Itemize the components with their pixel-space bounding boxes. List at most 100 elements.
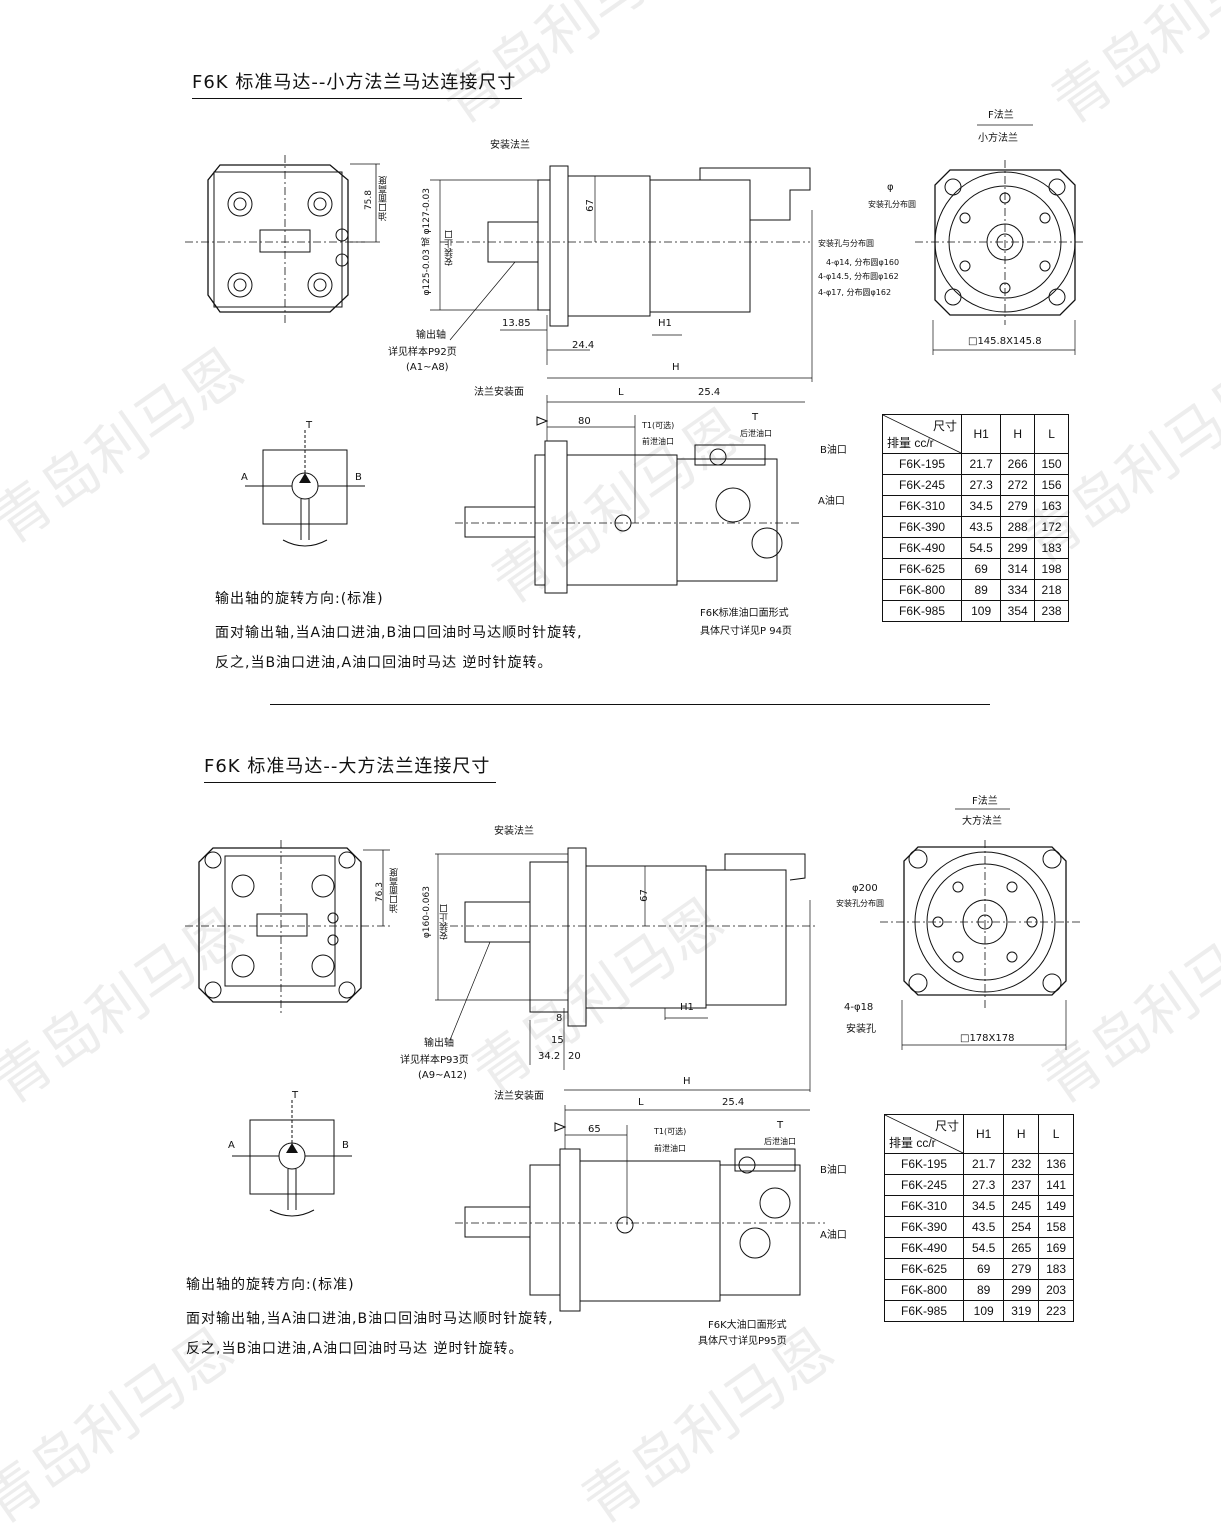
dim-25.4-2: 25.4 — [722, 1097, 745, 1108]
value-cell: 238 — [1034, 600, 1069, 622]
flange-subtitle-2: 大方法兰 — [962, 816, 1002, 827]
table-col-l: L — [1038, 1114, 1074, 1154]
value-cell: 109 — [960, 600, 1002, 622]
value-cell: 54.5 — [960, 537, 1002, 559]
symbol-b: B — [355, 472, 362, 483]
value-cell: 156 — [1034, 474, 1069, 496]
bolt-circle-label: 安装孔分布圆 — [868, 200, 916, 209]
front-view-drawing-2 — [185, 840, 390, 1015]
section-divider — [270, 704, 990, 705]
port-detail-label: 具体尺寸详见P 94页 — [700, 626, 792, 637]
value-cell: 245 — [1003, 1195, 1040, 1217]
dim-h: H — [672, 362, 680, 373]
symbol-t-2: T — [292, 1090, 299, 1101]
value-cell: 109 — [962, 1300, 1005, 1322]
bolt-circle-label-2: 安装孔分布圆 — [836, 899, 884, 908]
port-detail-label-2: 具体尺寸详见P95页 — [698, 1336, 787, 1347]
value-cell: 172 — [1034, 516, 1069, 538]
hole-spec-1: 4-φ14, 分布圆φ160 — [826, 258, 900, 267]
t1-drain-label: 前泄油口 — [642, 437, 674, 446]
dim-34.2: 34.2 — [538, 1051, 561, 1062]
model-cell: F6K-245 — [884, 1174, 964, 1196]
model-cell: F6K-195 — [884, 1153, 964, 1175]
mount-flange-label: 安装法兰 — [490, 140, 530, 151]
dim-l: L — [618, 387, 624, 398]
hole-spec-2: 4-φ14.5, 分布圆φ162 — [818, 272, 899, 281]
dim-25.4: 25.4 — [698, 387, 721, 398]
model-cell: F6K-390 — [882, 516, 962, 538]
hydraulic-symbol — [245, 430, 365, 547]
port-form-label: F6K标准油口面形式 — [700, 608, 789, 619]
value-cell: 43.5 — [960, 516, 1002, 538]
table-col-l: L — [1034, 414, 1069, 454]
value-cell: 232 — [1003, 1153, 1040, 1175]
dim-76.3: 76.3 — [375, 882, 385, 903]
dim-65: 65 — [588, 1124, 601, 1135]
value-cell: 198 — [1034, 558, 1069, 580]
value-cell: 299 — [1000, 537, 1036, 559]
value-cell: 149 — [1038, 1195, 1074, 1217]
model-cell: F6K-800 — [882, 579, 962, 601]
t-drain-label-2: 后泄油口 — [764, 1137, 796, 1146]
model-cell: F6K-390 — [884, 1216, 964, 1238]
output-shaft-label: 输出轴 — [416, 330, 446, 341]
holes-title: 安装孔与分布圆 — [818, 239, 874, 248]
a-port-label-2: A油口 — [820, 1230, 847, 1241]
hole-spec-3: 4-φ17, 分布圆φ162 — [818, 288, 892, 297]
section1-title: F6K 标准马达--小方法兰马达连接尺寸 — [192, 68, 523, 99]
value-cell: 279 — [1000, 495, 1036, 517]
side-view-drawing — [430, 165, 813, 382]
value-cell: 279 — [1003, 1258, 1040, 1280]
t-label-2: T — [777, 1120, 784, 1131]
rotation-line-2: 反之,当B油口进油,A油口回油时马达 逆时针旋转。 — [215, 655, 553, 671]
rotation-heading: 输出轴的旋转方向:(标准) — [215, 591, 384, 607]
output-shaft-label-2: 输出轴 — [424, 1038, 454, 1049]
value-cell: 163 — [1034, 495, 1069, 517]
dim-8: 8 — [556, 1013, 563, 1024]
pilot-diameter: φ125-0.03 或 φ127-0.03 — [422, 188, 432, 296]
value-cell: 69 — [962, 1258, 1005, 1280]
symbol-t: T — [306, 420, 313, 431]
t1-label-2: T1(可选) — [654, 1127, 687, 1136]
front-view-drawing — [185, 155, 380, 325]
flange-subtitle: 小方法兰 — [978, 133, 1018, 144]
value-cell: 169 — [1038, 1237, 1074, 1259]
watermark: 青岛利马恩 — [0, 335, 257, 558]
model-cell: F6K-195 — [882, 453, 962, 475]
b-port-label: B油口 — [820, 445, 847, 456]
pilot-diameter-2: φ160-0.063 — [422, 886, 432, 939]
value-cell: 299 — [1003, 1279, 1040, 1301]
table-col-h1: H1 — [960, 414, 1002, 454]
value-cell: 27.3 — [960, 474, 1002, 496]
port-side-view-2 — [455, 1105, 825, 1312]
model-cell: F6K-800 — [884, 1279, 964, 1301]
value-cell: 150 — [1034, 453, 1069, 475]
port-form-label-2: F6K大油口面形式 — [708, 1320, 787, 1331]
symbol-a: A — [241, 472, 248, 483]
value-cell: 54.5 — [962, 1237, 1005, 1259]
value-cell: 272 — [1000, 474, 1036, 496]
dim-67: 67 — [584, 199, 596, 212]
value-cell: 266 — [1000, 453, 1036, 475]
value-cell: 218 — [1034, 579, 1069, 601]
dim-l-2: L — [638, 1097, 644, 1108]
square-dim-2: □178X178 — [960, 1033, 1015, 1044]
flange-view-drawing-2 — [880, 808, 1080, 1050]
dim-13.85: 13.85 — [502, 318, 531, 329]
value-cell: 334 — [1000, 579, 1036, 601]
pilot-label-2: 安装止口 — [440, 904, 450, 940]
model-cell: F6K-310 — [882, 495, 962, 517]
hydraulic-symbol-2 — [232, 1100, 352, 1217]
t1-label: T1(可选) — [642, 421, 675, 430]
value-cell: 27.3 — [962, 1174, 1005, 1196]
symbol-a-2: A — [228, 1140, 235, 1151]
value-cell: 43.5 — [962, 1216, 1005, 1238]
